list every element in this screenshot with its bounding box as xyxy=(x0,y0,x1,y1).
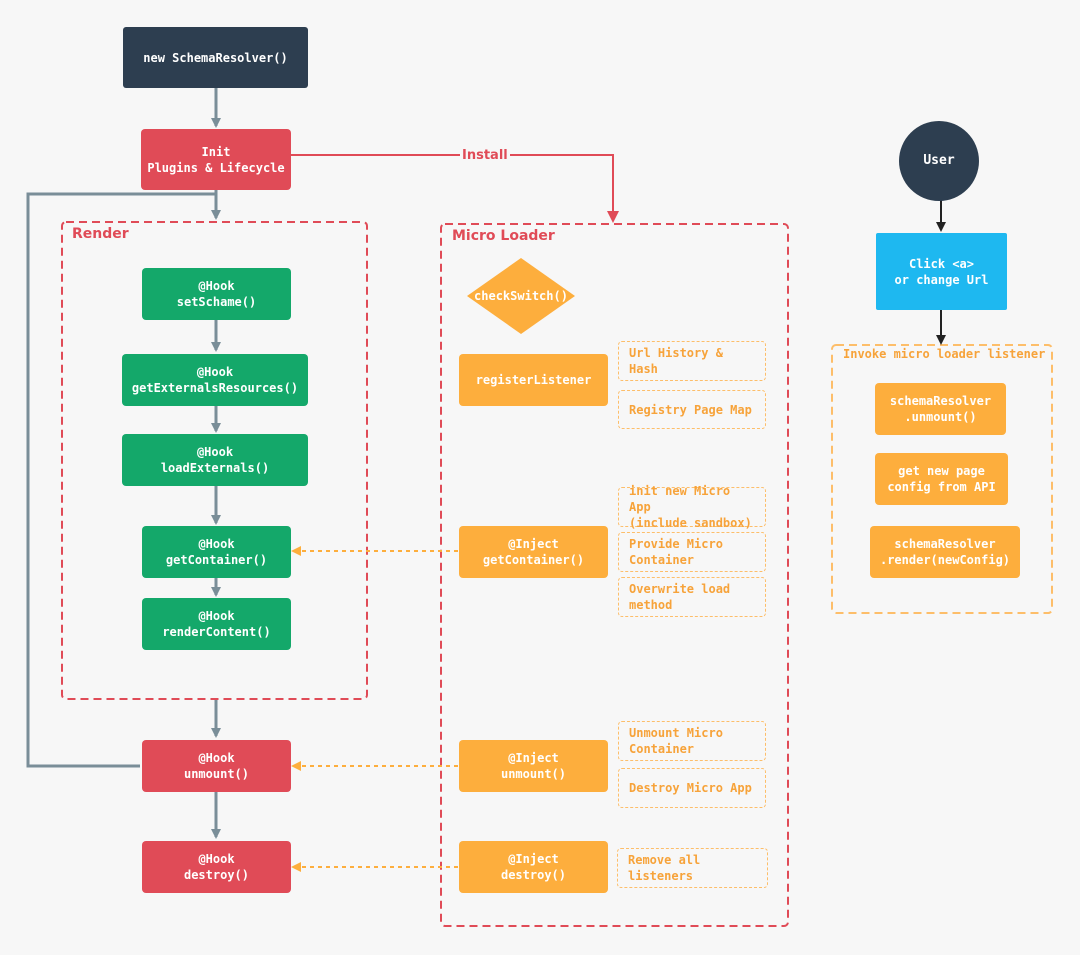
note-init-micro-app: init new Micro App (include sandbox) xyxy=(618,484,766,530)
listener-group-title: Invoke micro loader listener xyxy=(843,347,1046,361)
note-overwrite-load: Overwrite load method xyxy=(618,577,766,617)
new-schema-resolver-node: new SchemaResolver() xyxy=(123,27,308,88)
register-listener-node: registerListener xyxy=(459,354,608,406)
check-switch-diamond xyxy=(467,258,575,334)
inject-get-container-node: @Inject getContainer() xyxy=(459,526,608,578)
click-link-node: Click <a> or change Url xyxy=(876,233,1007,310)
note-url-history: Url History & Hash xyxy=(618,341,766,381)
listener-group-border xyxy=(831,344,1053,614)
check-switch-label: checkSwitch() xyxy=(474,289,568,303)
hook-load-externals: @Hook loadExternals() xyxy=(122,434,308,486)
note-remove-listeners: Remove all listeners xyxy=(617,848,768,888)
hook-unmount: @Hook unmount() xyxy=(142,740,291,792)
render-group-border xyxy=(61,221,368,700)
arrow-install xyxy=(291,154,619,223)
hook-destroy: @Hook destroy() xyxy=(142,841,291,893)
init-node: Init Plugins & Lifecycle xyxy=(141,129,291,190)
arrow-init-to-unmount-loop xyxy=(26,192,216,768)
install-edge-label: Install xyxy=(460,148,510,163)
user-node: User xyxy=(899,121,979,201)
render-group-title: Render xyxy=(72,226,129,242)
step-render-config: schemaResolver .render(newConfig) xyxy=(870,526,1020,578)
micro-loader-group-border xyxy=(440,223,789,927)
note-destroy-micro-app: Destroy Micro App xyxy=(618,768,766,808)
note-provide-container: Provide Micro Container xyxy=(618,532,766,572)
step-get-config: get new page config from API xyxy=(875,453,1008,505)
inject-unmount-node: @Inject unmount() xyxy=(459,740,608,792)
micro-loader-group-title: Micro Loader xyxy=(452,228,555,244)
note-registry-page-map: Registry Page Map xyxy=(618,390,766,429)
inject-destroy-node: @Inject destroy() xyxy=(459,841,608,893)
hook-get-container: @Hook getContainer() xyxy=(142,526,291,578)
step-unmount: schemaResolver .unmount() xyxy=(875,383,1006,435)
hook-render-content: @Hook renderContent() xyxy=(142,598,291,650)
hook-set-schame: @Hook setSchame() xyxy=(142,268,291,320)
hook-get-externals-resources: @Hook getExternalsResources() xyxy=(122,354,308,406)
note-unmount-container: Unmount Micro Container xyxy=(618,721,766,761)
